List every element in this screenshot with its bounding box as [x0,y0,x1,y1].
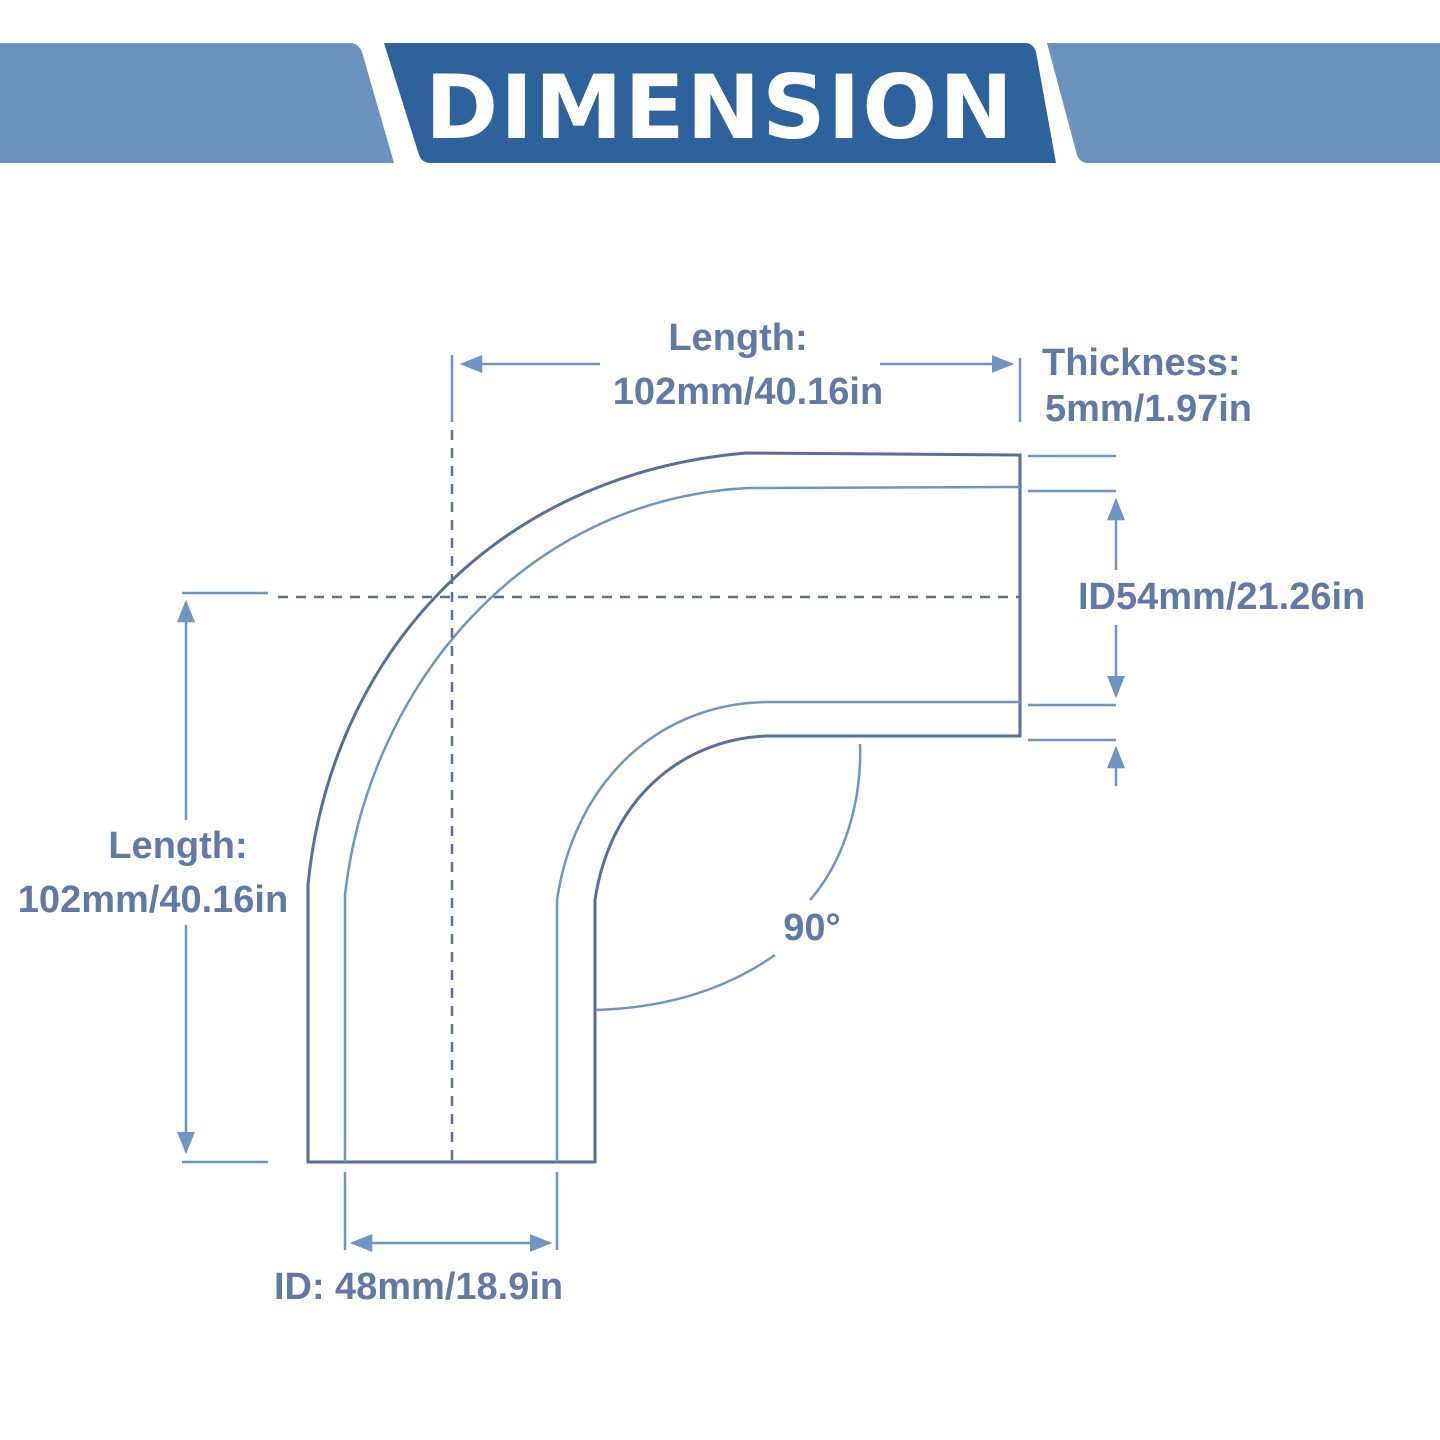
top-length-value: 102mm/40.16in [613,371,883,413]
thickness-label: Thickness: [1042,342,1241,384]
center-lines [278,430,1020,1160]
elbow-inner-outer-bore [343,485,1021,1162]
header-banner: DIMENSION [0,43,1440,163]
elbow-outline [306,451,1022,1164]
banner-center-segment [384,43,1056,163]
right-id-value: ID54mm/21.26in [1078,576,1365,618]
dimension-labels: Length: 102mm/40.16in Thickness: 5mm/1.9… [18,317,1365,1308]
banner-right-segment [1047,43,1440,163]
banner-left-segment [0,43,394,163]
elbow-outer-wall [306,451,1022,1164]
banner-title: DIMENSION [425,56,1015,159]
dimension-lines [177,355,1125,1252]
top-length-label: Length: [668,317,807,359]
thickness-value: 5mm/1.97in [1045,388,1252,430]
angle-label: 90° [783,907,840,949]
angle-arc-lower [595,953,776,1012]
angle-arc-upper [809,743,862,901]
bottom-id-label: ID: [274,1266,325,1308]
bottom-id-value: 48mm/18.9in [335,1266,563,1308]
elbow-inner-inner-bore [555,700,1020,1162]
left-length-label: Length: [108,825,247,867]
left-length-value: 102mm/40.16in [18,879,288,921]
